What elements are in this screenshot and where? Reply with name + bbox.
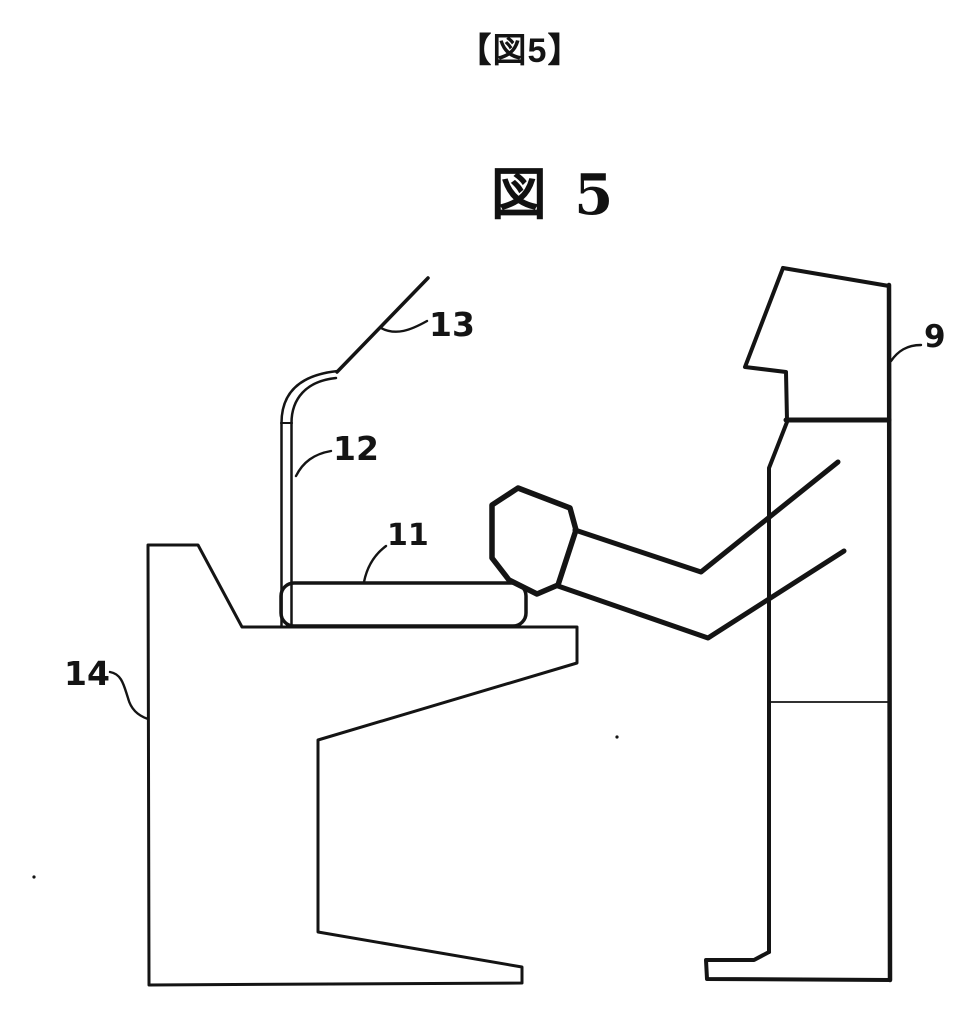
person-back-line xyxy=(886,282,893,983)
person-head-top-line xyxy=(781,266,891,288)
person-arm-upper-line xyxy=(572,459,841,575)
machine-console xyxy=(146,543,579,987)
part-labels: 13 12 11 14 9 xyxy=(64,305,946,693)
ink-speck xyxy=(615,735,619,739)
ink-speck xyxy=(32,875,36,879)
person-face-profile-line xyxy=(743,266,789,422)
post-neck-outer-curve xyxy=(280,369,340,425)
part-label-9: 9 xyxy=(924,319,946,355)
machine-body-outline xyxy=(146,543,579,987)
hand-rest-pad xyxy=(279,581,528,628)
support-post xyxy=(280,369,340,628)
person-figure xyxy=(489,266,893,983)
leader-lines xyxy=(108,319,923,721)
part-label-12: 12 xyxy=(333,429,379,468)
person-fist-outline xyxy=(489,485,579,597)
part-label-11: 11 xyxy=(387,518,429,553)
person-torso-front-line xyxy=(767,420,789,954)
figure-tag-header: 【図5】 xyxy=(457,32,583,70)
rod-line xyxy=(335,276,430,374)
leader-line-14 xyxy=(108,670,150,721)
part-label-14: 14 xyxy=(64,654,110,693)
leader-line-11 xyxy=(362,544,388,584)
leader-line-13 xyxy=(379,319,429,333)
figure-title: 図 5 xyxy=(490,162,618,228)
person-arm-lower-line xyxy=(555,548,847,641)
person-foot-bottom-line xyxy=(704,950,892,982)
part-label-13: 13 xyxy=(429,305,475,344)
post-neck-inner-curve xyxy=(290,376,338,425)
leader-line-9 xyxy=(889,343,923,363)
leader-line-12 xyxy=(294,449,333,478)
